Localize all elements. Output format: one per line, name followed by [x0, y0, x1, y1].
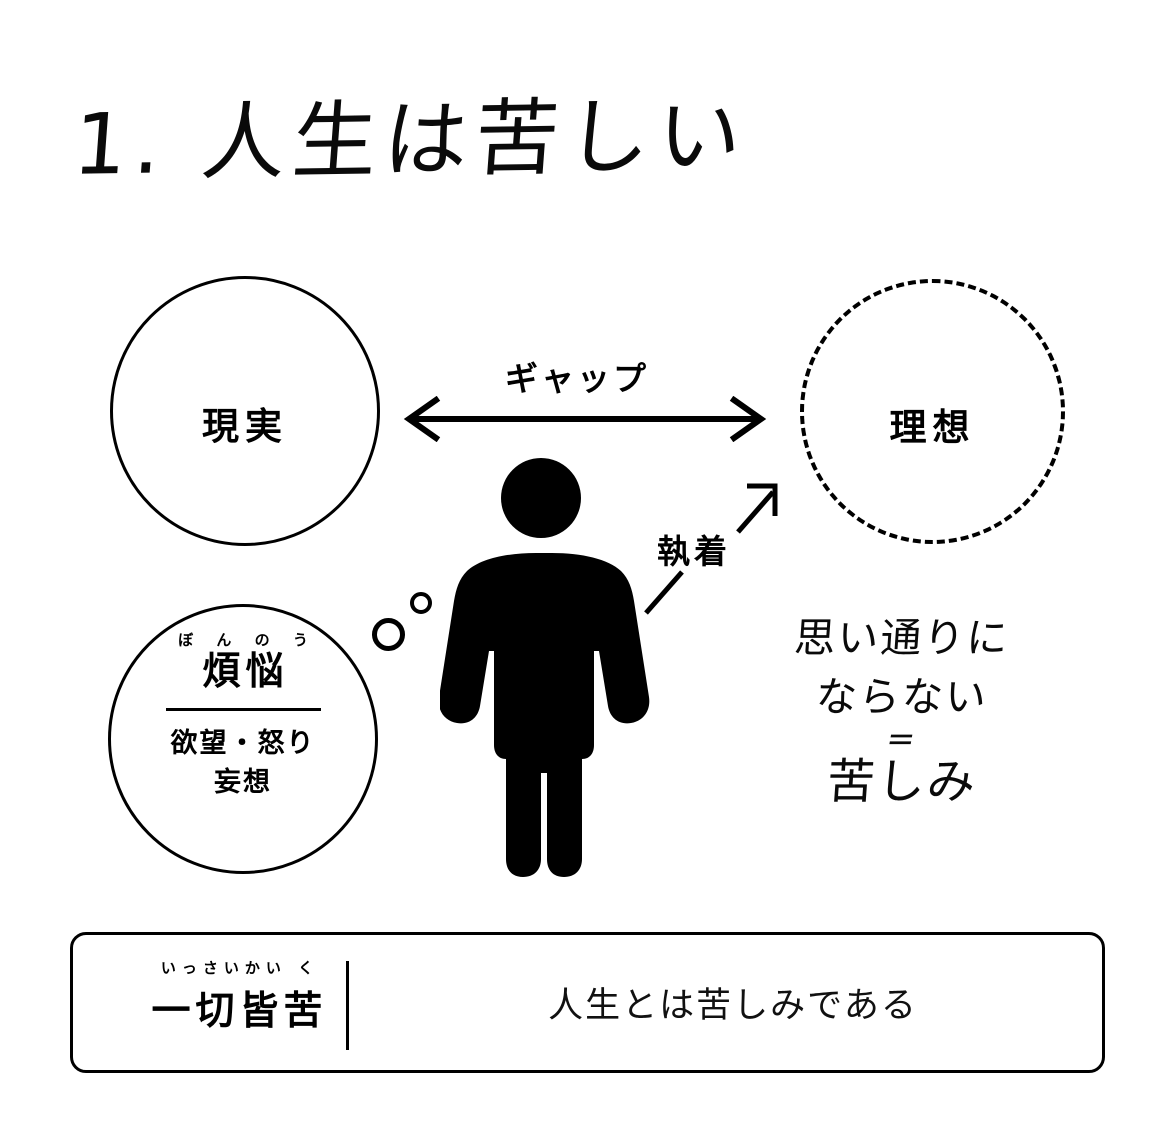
bonno-divider: [165, 707, 321, 711]
thought-bubble-large-icon: [372, 618, 405, 651]
handwritten-conclusion: 思い通りに ならない = 苦しみ: [757, 614, 1047, 810]
ideal-circle: 理想: [800, 279, 1065, 544]
thought-bubble-small-icon: [410, 592, 432, 614]
bonno-sub-line-1: 欲望・怒り: [170, 727, 316, 759]
handwritten-line-3: 苦しみ: [825, 754, 979, 810]
summary-term: 一切皆苦: [151, 989, 328, 1034]
gap-label: ギャップ: [505, 359, 649, 398]
attachment-label: 執着: [657, 532, 731, 571]
reality-circle: 現実: [110, 276, 380, 546]
bonno-circle: ぼ ん の う 煩悩 欲望・怒り 妄想: [108, 604, 378, 874]
summary-divider: [346, 961, 349, 1050]
handwritten-equals: =: [883, 719, 921, 759]
bonno-content: ぼ ん の う 煩悩 欲望・怒り 妄想: [111, 629, 375, 802]
bonno-kanji: 煩悩: [202, 649, 289, 693]
person-pictogram-icon: [438, 455, 650, 890]
reality-circle-label: 現実: [202, 405, 288, 448]
page-title: 1. 人生は苦しい: [70, 86, 752, 194]
attachment-arrow-icon: [630, 470, 790, 625]
summary-term-group: いっさいかい く 一切皆苦: [107, 957, 367, 1036]
summary-box: いっさいかい く 一切皆苦 人生とは苦しみである: [70, 932, 1105, 1073]
bonno-ruby: ぼ ん の う: [178, 631, 317, 649]
ideal-circle-label: 理想: [889, 406, 976, 449]
gap-double-arrow-icon: [400, 395, 770, 447]
handwritten-line-2: ならない: [814, 673, 990, 721]
summary-description: 人生とは苦しみである: [548, 986, 918, 1026]
handwritten-line-1: 思い通りに: [792, 614, 1012, 662]
summary-ruby: いっさいかい く: [160, 959, 320, 977]
bonno-sub-line-2: 妄想: [214, 766, 272, 798]
